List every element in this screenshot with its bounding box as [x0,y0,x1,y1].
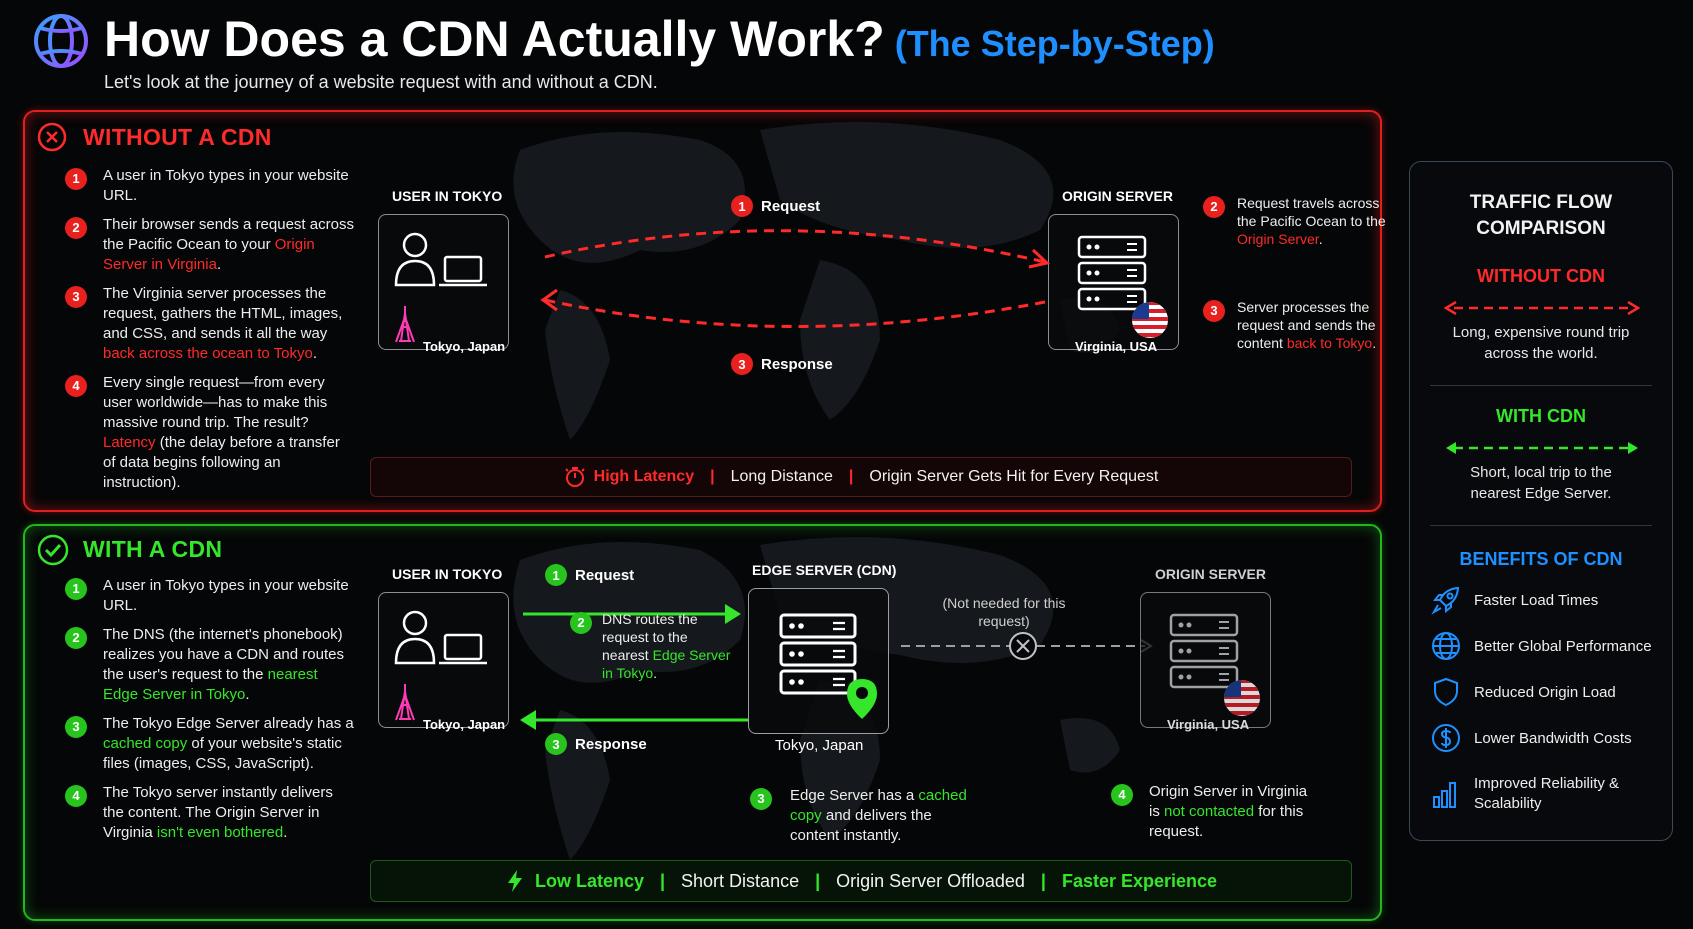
stopwatch-icon [564,467,585,487]
server-icon [779,613,857,695]
globe-logo-icon [34,14,88,68]
without-summary-bar: High Latency | Long Distance | Origin Se… [370,457,1352,497]
check-circle-icon [37,534,69,566]
sidebar-benefits-title: BENEFITS OF CDN [1459,549,1623,569]
page-title-suffix: (The Step-by-Step) [894,23,1215,64]
dollar-icon [1432,724,1460,752]
without-user-box: Tokyo, Japan [378,214,509,354]
bar-chart-icon [1433,782,1456,808]
green-two-way-arrow [1446,442,1638,454]
location-pin-icon [847,679,877,719]
sidebar-divider [1430,525,1652,526]
sidebar-without-title: WITHOUT CDN [1477,266,1605,286]
red-two-way-arrow [1444,301,1640,315]
page-title: How Does a CDN Actually Work?(The Step-b… [104,11,1215,67]
with-user-label: USER IN TOKYO [392,566,503,582]
without-user-caption: Tokyo, Japan [423,339,506,354]
with-user-box: Tokyo, Japan [378,592,509,732]
page-subtitle: Let's look at the journey of a website r… [104,72,658,92]
response-arrow [520,710,748,730]
benefit-lower-bandwidth: Lower Bandwidth Costs [1430,722,1632,754]
server-icon [1077,235,1147,311]
user-laptop-icon [394,610,487,665]
origin-offloaded-text: Origin Server Offloaded [836,870,1025,891]
us-flag-icon [1224,680,1260,716]
faster-experience-text: Faster Experience [1061,870,1218,891]
tokyo-tower-icon [395,684,415,721]
without-cdn-title: WITHOUT A CDN [83,124,272,150]
with-summary-bar: Low Latency | Short Distance | Origin Se… [370,860,1352,902]
globe-icon [1432,632,1460,660]
sidebar-divider [1430,385,1652,386]
sidebar-title: TRAFFIC FLOW COMPARISON [1469,192,1613,239]
with-user-caption: Tokyo, Japan [423,717,506,732]
edge-request-response-arrows [523,604,741,624]
x-circle-icon [37,122,67,152]
server-icon [1169,613,1239,689]
sidebar-without-text: Long, expensive round trip across the wo… [1452,324,1630,362]
without-origin-caption: Virginia, USA [1075,339,1158,354]
high-latency-text: High Latency [593,468,695,485]
without-origin-box: Virginia, USA [1048,214,1179,354]
with-origin-box: Virginia, USA [1140,592,1271,732]
origin-hit-text: Origin Server Gets Hit for Every Request [869,468,1159,485]
without-origin-label: ORIGIN SERVER [1062,188,1173,204]
sidebar-with-title: WITH CDN [1496,406,1586,426]
benefit-reliability: Improved Reliability & Scalability [1430,774,1624,814]
with-origin-label: ORIGIN SERVER [1155,566,1266,582]
benefit-global-performance: Better Global Performance [1430,630,1652,662]
edge-server-label: EDGE SERVER (CDN) [752,562,897,578]
blocked-connection-arrow [901,632,1153,660]
lightning-icon [507,870,522,892]
tokyo-tower-icon [395,306,415,343]
short-distance-text: Short Distance [681,870,800,891]
with-origin-caption: Virginia, USA [1167,717,1250,732]
round-trip-arrows [540,229,1051,328]
edge-server-caption: Tokyo, Japan [775,737,864,754]
with-cdn-title: WITH A CDN [83,536,223,562]
sidebar-with-text: Short, local trip to the nearest Edge Se… [1470,464,1612,502]
edge-server-box: Tokyo, Japan [748,588,889,754]
us-flag-icon [1132,302,1168,338]
benefit-faster-load: Faster Load Times [1430,584,1598,616]
without-user-label: USER IN TOKYO [392,188,503,204]
low-latency-text: Low Latency [534,870,644,891]
rocket-icon [1431,586,1460,615]
not-needed-note: (Not needed for this request) [942,595,1066,629]
traffic-flow-sidebar: TRAFFIC FLOW COMPARISON WITHOUT CDN Long… [1409,161,1673,841]
benefit-reduced-origin-load: Reduced Origin Load [1430,676,1616,708]
user-laptop-icon [394,232,487,287]
shield-icon [1434,677,1458,707]
long-distance-text: Long Distance [730,468,833,485]
